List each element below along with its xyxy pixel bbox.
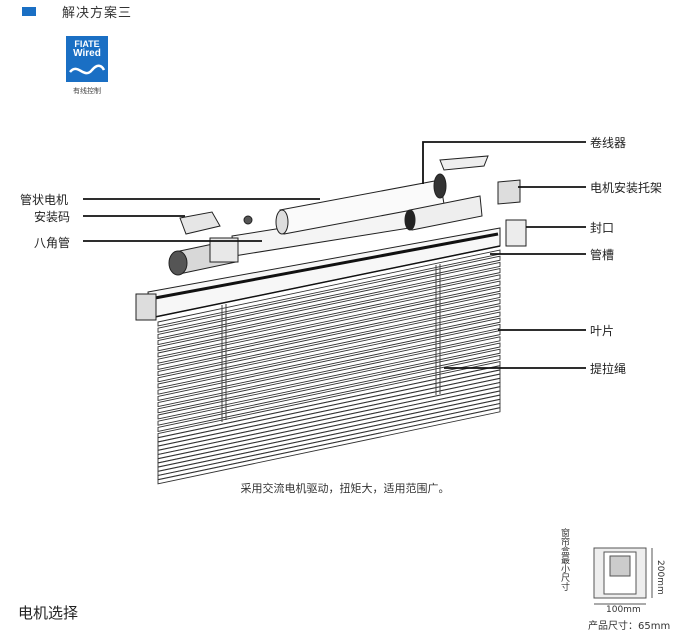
motor-bracket-right xyxy=(497,179,521,205)
label-end-cap: 封口 xyxy=(590,221,615,235)
label-head-rail: 管槽 xyxy=(590,248,615,262)
label-slat: 叶片 xyxy=(590,324,615,338)
slats-group xyxy=(157,249,501,485)
head-rail-edge xyxy=(149,245,501,319)
section-title: 解决方案三 xyxy=(62,6,133,21)
slat xyxy=(157,336,501,414)
label-lift-cord: 提拉绳 xyxy=(590,362,627,376)
section-marker xyxy=(22,7,36,16)
slat xyxy=(157,261,501,339)
box-spec-schematic xyxy=(593,547,653,605)
slat xyxy=(157,317,501,395)
slat xyxy=(157,255,501,333)
slat xyxy=(157,323,501,401)
box-min-size-label: 窗帘盒最小尺寸 xyxy=(559,528,569,591)
slat xyxy=(157,305,501,383)
motor-selection-title: 电机选择 xyxy=(18,604,79,622)
label-motor-bracket: 电机安装托架 xyxy=(590,181,663,195)
motor-end xyxy=(275,209,289,235)
logo-line1: FIATE xyxy=(74,39,100,49)
label-mount-bracket: 安装码 xyxy=(34,210,71,224)
diagram-caption: 采用交流电机驱动，扭矩大，适用范围广。 xyxy=(240,482,450,495)
end-cap xyxy=(505,219,527,247)
head-rail-front xyxy=(154,232,499,300)
label-tubular-motor: 管状电机 xyxy=(20,193,69,207)
motor-head-end xyxy=(168,250,188,276)
box-product xyxy=(609,555,631,577)
lift-cords xyxy=(221,264,441,422)
product-size-label: 产品尺寸：65mm xyxy=(588,621,671,632)
slat xyxy=(157,280,501,358)
slat xyxy=(157,311,501,389)
box-height-label: 200mm xyxy=(655,560,665,595)
slat xyxy=(157,274,501,352)
cord-reel-drum xyxy=(433,173,447,199)
end-cap-left xyxy=(135,293,157,321)
tube-right-end xyxy=(404,209,416,231)
leader-lines xyxy=(83,141,586,369)
box-width-label: 100mm xyxy=(606,605,641,615)
slat xyxy=(157,268,501,346)
slat xyxy=(157,286,501,364)
slat xyxy=(157,292,501,370)
bolt xyxy=(243,215,253,225)
leader-cord-reel xyxy=(422,141,586,184)
logo-text: FIATE Wired xyxy=(66,39,108,59)
label-cord-reel: 卷线器 xyxy=(590,136,627,150)
slat xyxy=(157,299,501,377)
slat xyxy=(157,342,501,420)
logo-caption: 有线控制 xyxy=(73,87,101,95)
slat xyxy=(157,407,501,485)
slat xyxy=(157,348,501,426)
slat xyxy=(157,330,501,408)
cord-reel-bracket xyxy=(439,155,489,171)
logo-line2: Wired xyxy=(73,48,101,59)
slat xyxy=(157,354,501,432)
wave-icon xyxy=(69,64,106,75)
label-octagonal-tube: 八角管 xyxy=(34,236,71,250)
motor-head-bracket xyxy=(209,237,239,263)
mount-bracket-left xyxy=(179,211,221,235)
